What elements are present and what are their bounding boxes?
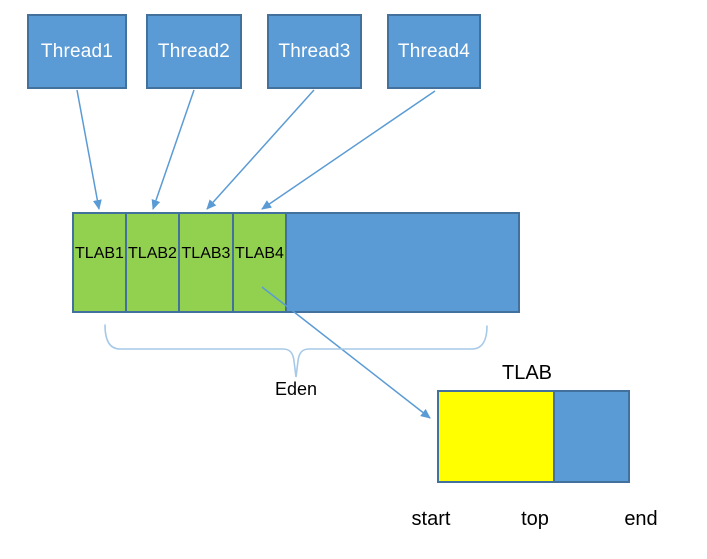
thread-box-4: Thread4 (387, 14, 481, 89)
start-pointer-label: start (411, 508, 451, 530)
thread-box-3: Thread3 (267, 14, 362, 89)
thread-label-2: Thread2 (157, 40, 231, 62)
thread-label-4: Thread4 (397, 40, 471, 62)
thread1-to-tlab1-arrow (76, 89, 102, 210)
thread4-to-tlab4-arrow (261, 90, 436, 210)
thread3-to-tlab3-arrow (206, 89, 315, 210)
tlab-cell-1: TLAB1 (72, 212, 127, 313)
tlab-free-region (555, 392, 628, 481)
thread-box-2: Thread2 (146, 14, 242, 89)
tlab-cell-3: TLAB3 (178, 212, 234, 313)
thread-box-1: Thread1 (27, 14, 127, 89)
tlab-detail-box (437, 390, 630, 483)
thread-label-1: Thread1 (40, 40, 114, 62)
thread2-to-tlab2-arrow (151, 89, 195, 210)
tlab-cell-2: TLAB2 (125, 212, 180, 313)
tlab-detail-title: TLAB (501, 362, 553, 384)
end-pointer-label: end (624, 508, 658, 530)
eden-brace (104, 324, 488, 378)
thread-label-3: Thread3 (278, 40, 351, 62)
eden-label: Eden (274, 379, 318, 399)
top-pointer-label: top (521, 508, 549, 530)
tlab-cell-4: TLAB4 (232, 212, 287, 313)
tlab-used-region (439, 392, 555, 481)
